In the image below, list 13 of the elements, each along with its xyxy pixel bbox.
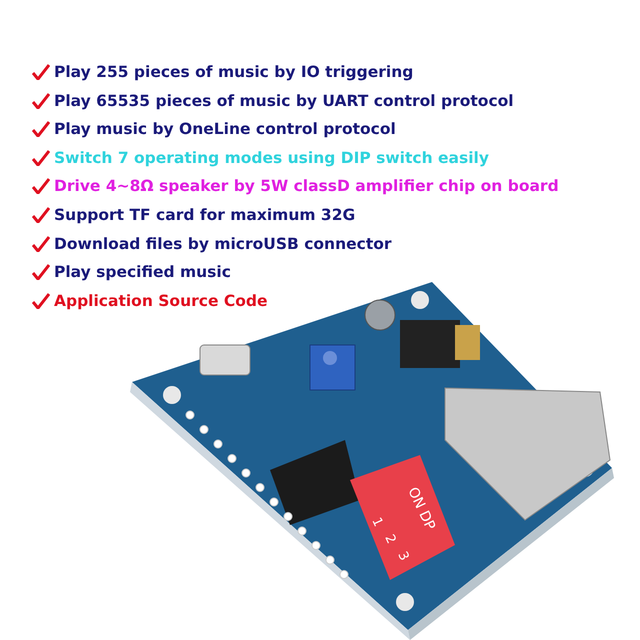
switch-number: 3	[394, 549, 412, 564]
feature-text: Play 65535 pieces of music by UART control protocol	[54, 90, 514, 111]
feature-text: Play music by OneLine control protocol	[54, 119, 396, 140]
feature-text: Play 255 pieces of music by IO triggering	[54, 62, 414, 82]
feature-text: Play specified music	[54, 262, 231, 282]
switch-marking: ON DP	[404, 484, 438, 533]
switch-number: 2	[381, 532, 398, 546]
feature-text: Application Source Code	[54, 290, 268, 311]
feature-text: Support TF card for maximum 32G	[54, 205, 356, 225]
switch-number: 1	[368, 515, 386, 530]
feature-text: Drive 4~8Ω speaker by 5W classD amplifier chip on board	[54, 176, 559, 196]
feature-text: Switch 7 operating modes using DIP switch easily	[54, 148, 489, 168]
feature-text: Download files by microUSB connector	[54, 234, 392, 254]
